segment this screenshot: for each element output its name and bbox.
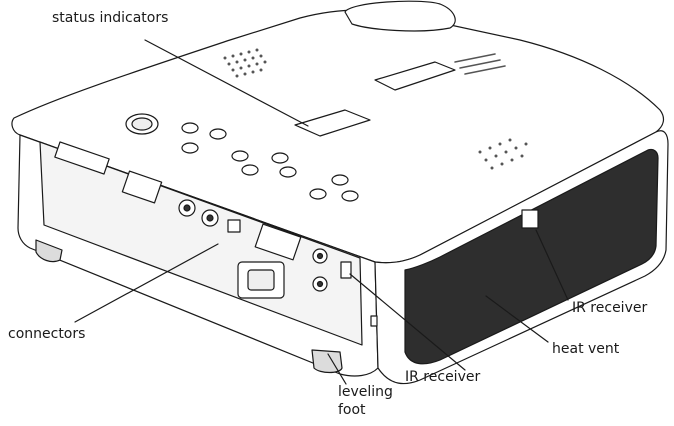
leader-heat-vent — [485, 295, 549, 343]
leader-connectors — [74, 243, 219, 323]
keypad-button — [331, 174, 349, 186]
status-indicator-window — [294, 109, 371, 137]
keypad-button — [181, 122, 199, 134]
label-leveling-foot-line2: foot — [338, 402, 366, 418]
front-ir-receiver — [340, 261, 352, 279]
leader-status-indicators — [144, 39, 309, 127]
lock-slot — [370, 315, 378, 327]
speaker-grille-side — [478, 138, 528, 170]
dvi-connector — [54, 141, 110, 175]
label-heat-vent: heat vent — [552, 341, 620, 357]
keypad-button — [209, 128, 227, 140]
keypad-button — [341, 190, 359, 202]
rear-foot — [35, 239, 63, 263]
speaker-grille-top — [223, 48, 267, 78]
keypad-button — [279, 166, 297, 178]
heat-vent-grille — [404, 148, 659, 365]
lens-bump — [344, 0, 456, 32]
usb-port — [227, 219, 241, 233]
keypad-button — [231, 150, 249, 162]
leader-ir-receiver-front — [349, 273, 466, 371]
top-window — [374, 61, 456, 91]
leader-leveling-foot — [327, 353, 347, 385]
top-vent-slats — [454, 53, 506, 75]
vga-connector-1 — [121, 170, 163, 204]
label-leveling-foot-line1: leveling — [338, 384, 393, 400]
leveling-foot — [311, 349, 343, 374]
keypad-button — [271, 152, 289, 164]
leader-ir-receiver-side — [535, 229, 569, 301]
label-ir-receiver-front: IR receiver — [405, 369, 481, 385]
label-ir-receiver-side: IR receiver — [572, 300, 648, 316]
vga-connector-2 — [254, 223, 302, 261]
keypad-button — [181, 142, 199, 154]
label-status-indicators: status indicators — [52, 10, 169, 26]
side-ir-receiver — [521, 209, 539, 229]
label-connectors: connectors — [8, 326, 86, 342]
keypad-button — [241, 164, 259, 176]
keypad-button — [309, 188, 327, 200]
